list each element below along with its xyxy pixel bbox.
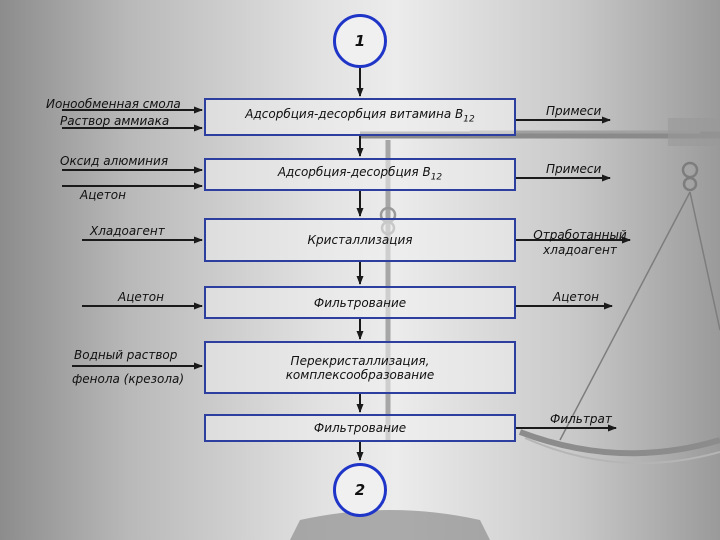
output-impurities-1: Примеси [546, 104, 602, 118]
output-acetone: Ацетон [553, 290, 599, 304]
start-node: 1 [333, 14, 387, 68]
output-spent-coolant-line2: хладоагент [543, 243, 617, 257]
step-label: Кристаллизация [307, 233, 413, 247]
output-filtrate: Фильтрат [550, 412, 612, 426]
step-label: Перекристаллизация, комплексообразование [285, 353, 435, 382]
step-crystallization: Кристаллизация [204, 218, 516, 262]
input-ion-exchange-resin: Ионообменная смола [46, 97, 181, 111]
output-arrows [516, 116, 631, 432]
step-recrystallization: Перекристаллизация, комплексообразование [204, 341, 516, 394]
input-arrows [62, 106, 203, 370]
step-filtration-2: Фильтрование [204, 414, 516, 442]
step-label: Адсорбция-десорбция B [277, 164, 431, 179]
input-coolant: Хладоагент [90, 224, 165, 238]
step-label: Фильтрование [313, 421, 407, 435]
step-label: Адсорбция-десорбция витамина B [245, 107, 464, 122]
output-spent-coolant: Отработанный хладоагент [528, 228, 632, 258]
input-alumina: Оксид алюминия [60, 154, 169, 168]
output-impurities-2: Примеси [546, 162, 602, 176]
input-ammonia-solution: Раствор аммиака [60, 114, 170, 128]
input-acetone-2: Ацетон [118, 290, 164, 304]
step-subscript: 12 [430, 172, 443, 183]
step-subscript: 12 [463, 114, 475, 125]
step-label: Фильтрование [313, 295, 407, 310]
step-filtration-1: Фильтрование [204, 286, 516, 319]
step-adsorption-b12: Адсорбция-десорбция витамина B12 [204, 98, 516, 136]
step-adsorption-b12-second: Адсорбция-десорбция B12 [204, 158, 516, 191]
input-acetone-1: Ацетон [80, 188, 126, 202]
end-node: 2 [333, 463, 387, 517]
input-aqueous-solution: Водный раствор [74, 348, 178, 362]
output-spent-coolant-line1: Отработанный [533, 228, 627, 242]
input-phenol-cresol: фенола (крезола) [72, 372, 185, 386]
